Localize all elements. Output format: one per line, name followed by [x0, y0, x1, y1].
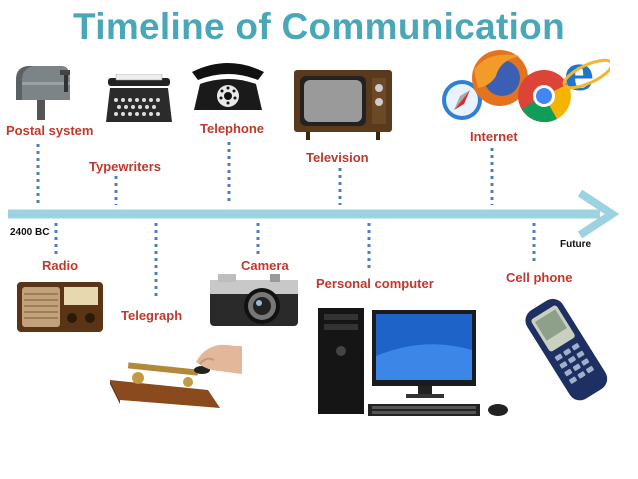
label-camera: Camera: [241, 258, 289, 273]
timeline-arrowhead: [577, 189, 620, 239]
label-end-era: Future: [560, 239, 592, 250]
label-telephone: Telephone: [200, 121, 265, 136]
svg-text:e: e: [564, 46, 595, 102]
browser-logos-icon: e: [442, 46, 610, 123]
camera-icon: [210, 274, 298, 326]
cell-phone-icon: [525, 298, 608, 401]
label-telegraph: Telegraph: [121, 308, 183, 323]
page-title: Timeline of Communication: [73, 6, 565, 47]
telegraph-key-icon: [110, 344, 242, 408]
label-internet: Internet: [470, 129, 518, 144]
mailbox-icon: [16, 66, 70, 120]
typewriter-icon: [106, 74, 172, 122]
label-radio: Radio: [42, 258, 79, 273]
label-cell-phone: Cell phone: [506, 270, 573, 285]
rotary-phone-icon: [192, 63, 264, 110]
desktop-computer-icon: [318, 308, 508, 416]
label-television: Television: [306, 150, 369, 165]
label-postal-system: Postal system: [6, 123, 94, 138]
television-icon: [294, 70, 392, 140]
label-start-era: 2400 BC: [10, 227, 50, 238]
label-personal-computer: Personal computer: [316, 276, 434, 291]
label-typewriters: Typewriters: [89, 159, 162, 174]
radio-icon: [17, 282, 103, 332]
